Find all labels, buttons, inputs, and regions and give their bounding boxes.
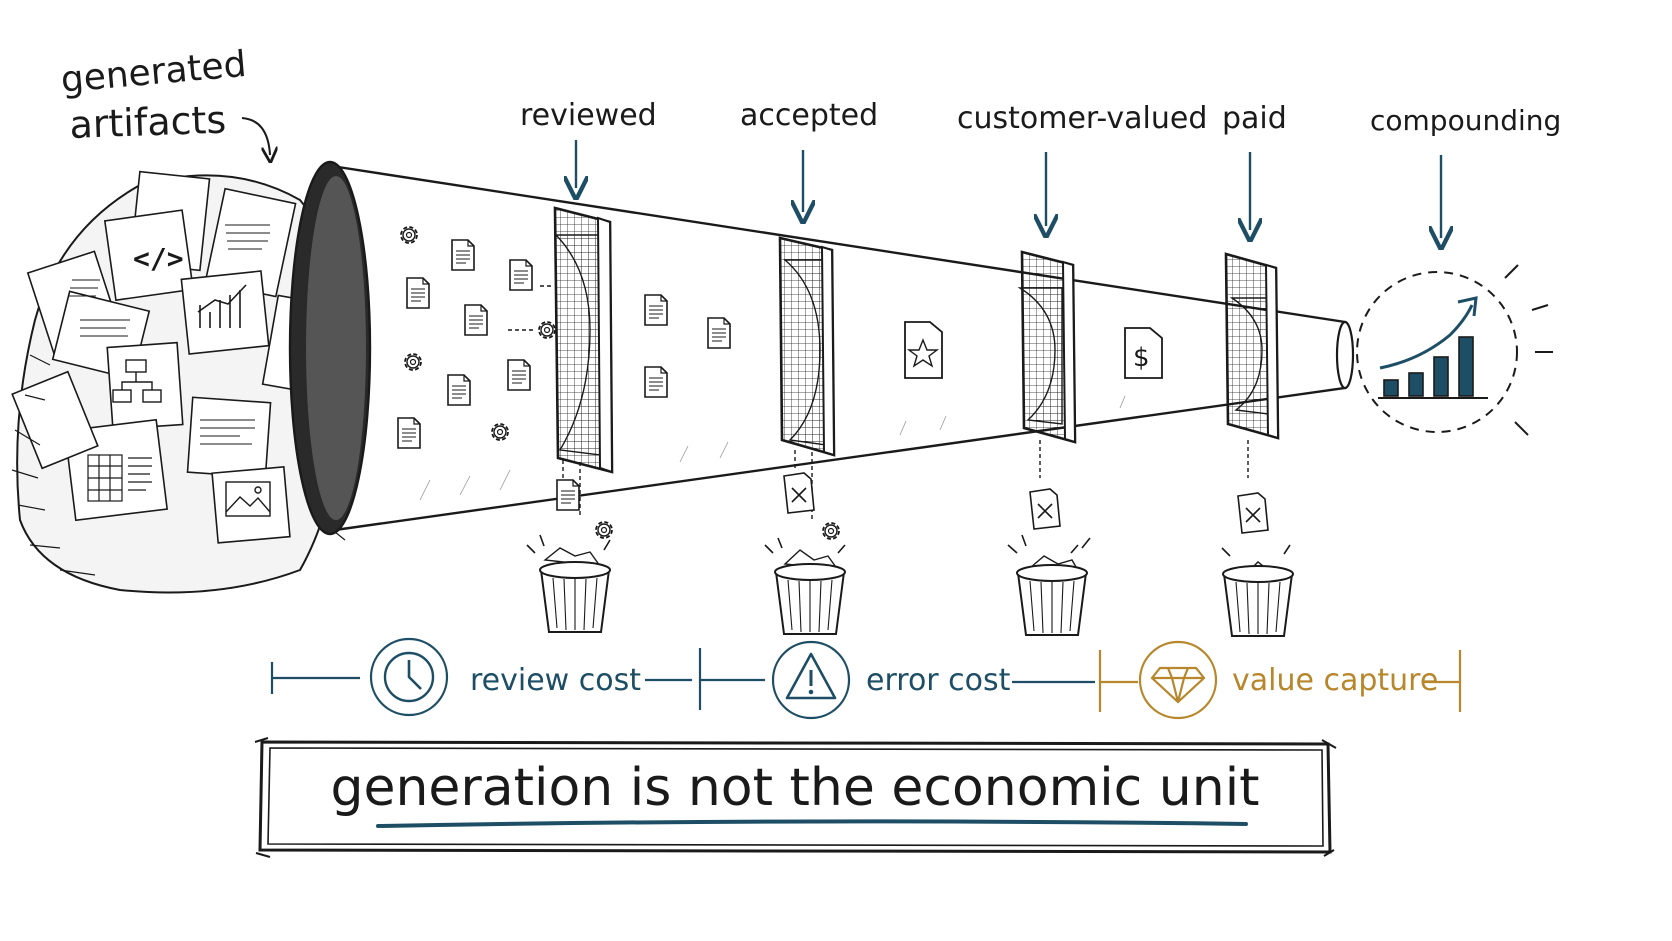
stage-label-paid: paid [1222, 101, 1287, 136]
value-capture-label: value capture [1232, 663, 1438, 698]
band-error-cost: error cost [771, 640, 1095, 720]
stage-labels: reviewed accepted customer-valued paid c… [520, 98, 1561, 238]
rejected-document-icon [556, 479, 580, 511]
document-icon [397, 417, 421, 449]
gate-customer-valued [1017, 250, 1077, 444]
gear-icon [538, 321, 556, 339]
gear-icon [400, 226, 418, 244]
document-icon [507, 359, 531, 391]
gear-icon [595, 521, 613, 539]
trash-bin-icon [539, 561, 611, 633]
review-cost-label: review cost [470, 663, 641, 698]
document-icon [451, 239, 475, 271]
clock-icon [383, 651, 435, 703]
document-icon [644, 366, 668, 398]
headline-text: generation is not the economic unit [330, 758, 1259, 818]
svg-text:$: $ [1133, 343, 1150, 373]
trash-bin-icon [774, 563, 846, 635]
rejected-document-icon [1029, 488, 1061, 530]
stage-label-compounding: compounding [1370, 104, 1561, 137]
trash-bin-icon [1222, 565, 1294, 637]
gear-icon [822, 522, 840, 540]
document-icon [707, 317, 731, 349]
headline-underline [376, 819, 1248, 828]
rejection-bins [526, 440, 1294, 637]
artifact-pile: </> [11, 170, 361, 594]
svg-text:</>: </> [133, 242, 184, 275]
stage-label-accepted: accepted [740, 98, 878, 133]
document-icon [464, 304, 488, 336]
gate-paid [1224, 252, 1280, 440]
star-document-icon [904, 321, 943, 379]
band-value-capture: value capture [1098, 640, 1462, 720]
error-cost-label: error cost [866, 663, 1011, 698]
headline-banner: generation is not the economic unit [254, 737, 1337, 858]
band-review-cost: review cost [270, 637, 765, 717]
pile-label-line2: artifacts [69, 98, 227, 147]
pile-label-arrow [241, 117, 270, 155]
rejected-document-icon [783, 472, 815, 514]
gear-icon [404, 353, 422, 371]
gate-accepted [778, 236, 836, 457]
warning-icon [785, 652, 837, 700]
document-icon [406, 277, 430, 309]
pile-label-line1: generated [59, 44, 248, 101]
document-icon [644, 294, 668, 326]
pile-label: generated artifacts [59, 44, 270, 155]
filter-gates [553, 206, 1280, 474]
diamond-icon [1150, 666, 1206, 704]
cost-bands: review cost error cost value capture [270, 637, 1462, 720]
funnel-items: $ [397, 226, 1163, 449]
document-icon [509, 259, 533, 291]
gate-reviewed [553, 206, 614, 474]
compounding-growth-icon [1356, 264, 1553, 436]
gear-icon [491, 423, 509, 441]
trash-bin-icon [1016, 564, 1088, 636]
rejected-document-icon [1237, 492, 1269, 534]
stage-label-customer-valued: customer-valued [957, 101, 1207, 136]
stage-label-reviewed: reviewed [520, 98, 657, 133]
funnel-outlet [1335, 320, 1355, 390]
dollar-document-icon: $ [1124, 327, 1163, 379]
document-icon [447, 374, 471, 406]
